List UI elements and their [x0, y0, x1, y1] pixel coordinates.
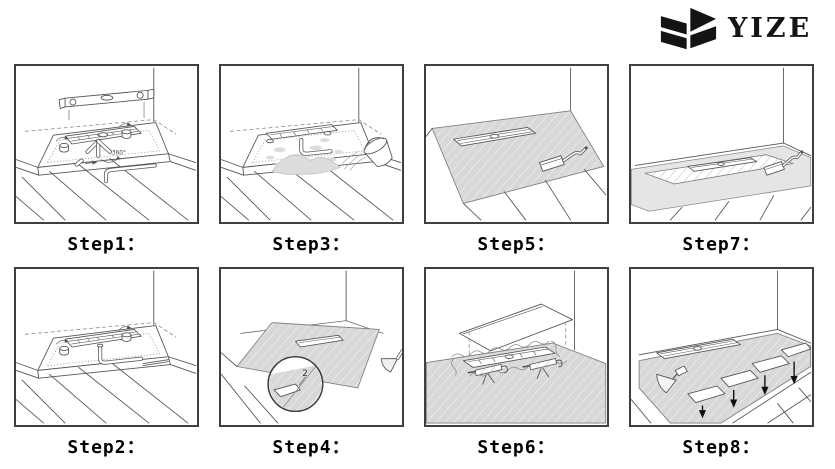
step7-illustration	[631, 67, 812, 221]
paint-roller	[538, 146, 588, 172]
step1-frame: 360°	[14, 64, 199, 224]
floor-tiles	[221, 158, 394, 221]
step7-frame	[629, 64, 814, 224]
trowel-icon	[656, 365, 688, 394]
step6-illustration	[426, 270, 607, 424]
mortar-mound	[271, 154, 341, 175]
step5-illustration	[426, 67, 607, 221]
floor-tiles	[16, 361, 189, 424]
drain-channel	[462, 346, 556, 368]
paint-roller	[763, 150, 804, 176]
brand-logo: YIZE	[660, 6, 812, 52]
step3-frame	[219, 64, 404, 224]
water-bucket	[363, 137, 393, 167]
yize-logo-icon	[660, 7, 717, 50]
step-caption: Step7：	[682, 234, 761, 255]
outlet-pipe	[103, 163, 157, 184]
drain-channel	[453, 126, 536, 147]
spirit-level	[58, 88, 155, 120]
step4-frame: 2	[219, 267, 404, 427]
floor-screed	[631, 145, 812, 212]
waterproof-coat	[431, 110, 605, 204]
rotating-outlet: 360°	[85, 139, 126, 163]
step8-illustration	[631, 270, 812, 424]
mortar-spots	[265, 138, 343, 175]
floor-tiles	[16, 158, 189, 221]
drain-channel	[687, 157, 758, 172]
rotation-label: 360°	[112, 151, 126, 157]
step-caption: Step2：	[67, 437, 146, 458]
side-rail	[142, 359, 169, 366]
brand-name: YIZE	[728, 13, 813, 44]
floor-tiles	[631, 371, 812, 424]
step-caption: Step3：	[272, 234, 351, 255]
step4-illustration: 2	[221, 270, 402, 424]
waterproof-collar	[459, 303, 574, 355]
caulk-gun	[467, 363, 508, 385]
floor-tiles	[221, 352, 279, 424]
drain-channel	[294, 334, 344, 348]
adjustable-feet	[55, 325, 132, 356]
step5-frame	[424, 64, 609, 224]
step-panel-5: Step5：	[424, 64, 609, 256]
floor-tiles	[669, 195, 812, 221]
floor-tile-pieces	[687, 342, 812, 404]
step-caption: Step4：	[272, 437, 351, 458]
step-panel-7: Step7：	[629, 64, 814, 256]
step-caption: Step1：	[67, 234, 146, 255]
drain-channel	[656, 338, 741, 360]
step6-frame	[424, 267, 609, 427]
step-panel-8: Step8：	[629, 267, 814, 459]
water-stream	[342, 151, 366, 171]
adjustable-feet	[55, 122, 132, 153]
trowel-icon	[380, 349, 402, 373]
drain-channel	[265, 124, 338, 144]
step-panel-6: Step6：	[424, 267, 609, 459]
outlet-pipe	[96, 343, 144, 365]
step1-illustration: 360°	[16, 67, 197, 221]
slope-label: 2	[302, 369, 308, 379]
step2-illustration	[16, 270, 197, 424]
step8-frame	[629, 267, 814, 427]
floor-tiles	[462, 168, 607, 221]
step2-frame	[14, 267, 199, 427]
step-panel-2: Step2：	[14, 267, 199, 459]
step-panel-1: 360° Step1：	[14, 64, 199, 256]
placement-arrows	[698, 361, 798, 419]
outlet-fitting	[74, 158, 98, 167]
step-caption: Step5：	[477, 234, 556, 255]
step-panel-4: 2 Step4：	[219, 267, 404, 459]
step-caption: Step6：	[477, 437, 556, 458]
step3-illustration	[221, 67, 402, 221]
caulk-gun	[522, 357, 563, 379]
step-caption: Step8：	[682, 437, 761, 458]
outlet-pipe	[299, 138, 333, 156]
step-panel-3: Step3：	[219, 64, 404, 256]
